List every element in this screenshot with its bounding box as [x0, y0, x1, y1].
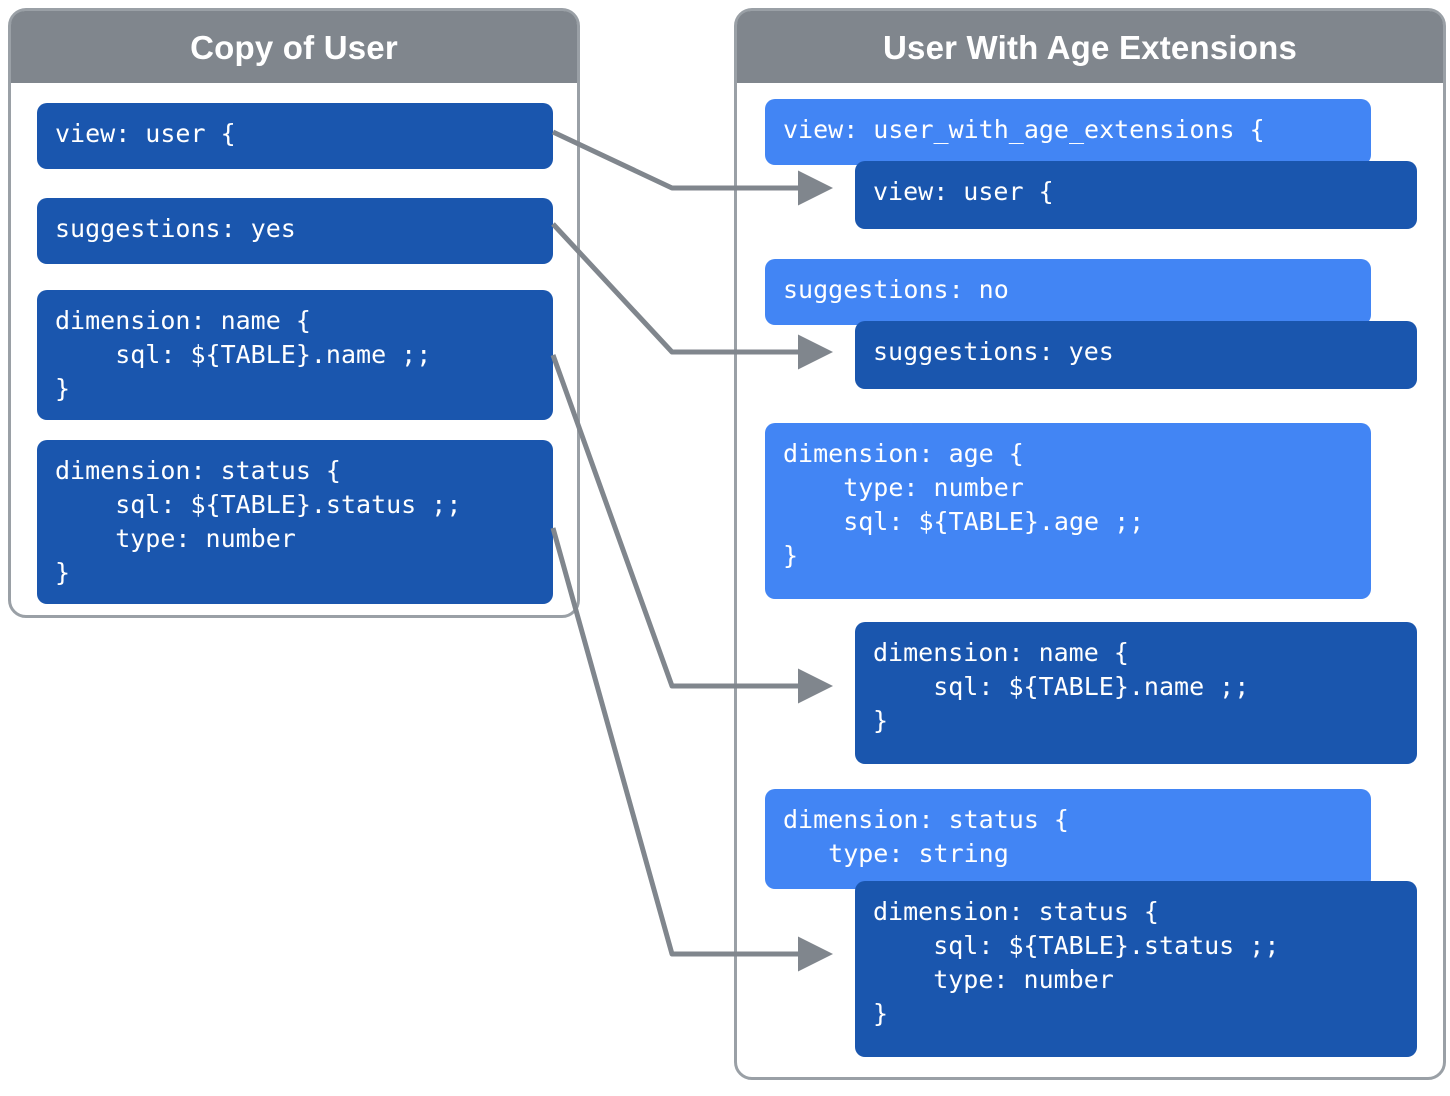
panel-left-title: Copy of User	[11, 11, 577, 83]
panel-user-with-age-extensions: User With Age Extensions view: user_with…	[734, 8, 1446, 1080]
suggestions-override-block: suggestions: no	[765, 259, 1371, 325]
dimension-name-block: dimension: name { sql: ${TABLE}.name ;; …	[37, 290, 553, 420]
panel-copy-of-user: Copy of User view: user { suggestions: y…	[8, 8, 580, 618]
dimension-status-block: dimension: status { sql: ${TABLE}.status…	[37, 440, 553, 604]
dimension-status-override-block: dimension: status { type: string	[765, 789, 1371, 889]
view-inherited-block: view: user {	[855, 161, 1417, 229]
suggestions-inherited-block: suggestions: yes	[855, 321, 1417, 389]
dimension-age-block: dimension: age { type: number sql: ${TAB…	[765, 423, 1371, 599]
view-block: view: user {	[37, 103, 553, 169]
panel-right-title: User With Age Extensions	[737, 11, 1443, 83]
dimension-status-inherited-block: dimension: status { sql: ${TABLE}.status…	[855, 881, 1417, 1057]
view-extension-block: view: user_with_age_extensions {	[765, 99, 1371, 165]
dimension-name-inherited-block: dimension: name { sql: ${TABLE}.name ;; …	[855, 622, 1417, 764]
suggestions-block: suggestions: yes	[37, 198, 553, 264]
